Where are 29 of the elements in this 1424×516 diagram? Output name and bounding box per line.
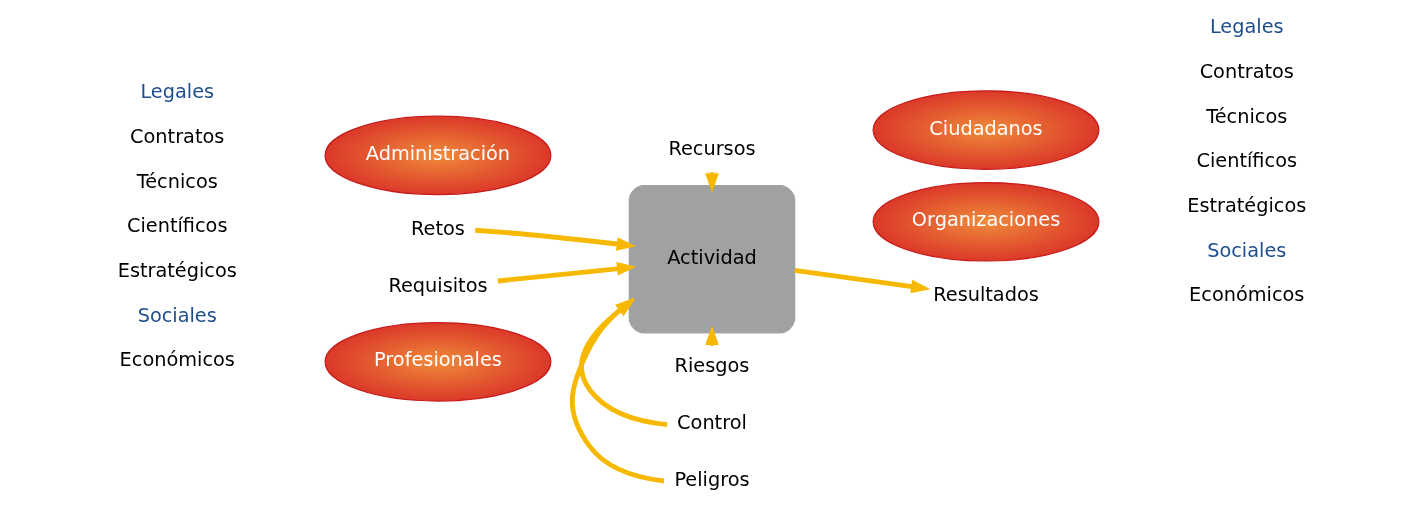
label: Contratos: [130, 125, 225, 149]
label: Sociales: [137, 303, 217, 327]
node-text: Resultados: [933, 283, 1039, 307]
arrow: [475, 227, 637, 251]
node-text: Peligros: [674, 467, 750, 491]
node-text: Recursos: [668, 137, 756, 161]
label: Legales: [1209, 15, 1284, 39]
label: Técnicos: [1206, 104, 1288, 128]
node-ellipse: Profesionales: [324, 321, 552, 402]
arrow: [497, 262, 637, 284]
node-text: Retos: [411, 216, 465, 240]
label: Estratégicos: [1187, 193, 1307, 217]
label: Técnicos: [136, 169, 218, 193]
label: Científicos: [126, 214, 228, 238]
node-ellipse: Ciudadanos: [872, 90, 1100, 170]
arrow: [794, 268, 931, 294]
node-ellipse: Organizaciones: [872, 181, 1100, 262]
node-text: Control: [677, 411, 747, 435]
node-box: Actividad: [628, 184, 796, 334]
label: Científicos: [1196, 149, 1298, 173]
label: Económicos: [119, 348, 235, 372]
label: Sociales: [1207, 238, 1287, 262]
node-ellipse: Administración: [324, 115, 552, 196]
label: Contratos: [1199, 59, 1294, 83]
node-text: Riesgos: [674, 354, 750, 378]
label: Económicos: [1189, 283, 1305, 307]
label: Legales: [140, 80, 215, 104]
label: Estratégicos: [117, 259, 237, 283]
node-text: Requisitos: [388, 273, 488, 297]
